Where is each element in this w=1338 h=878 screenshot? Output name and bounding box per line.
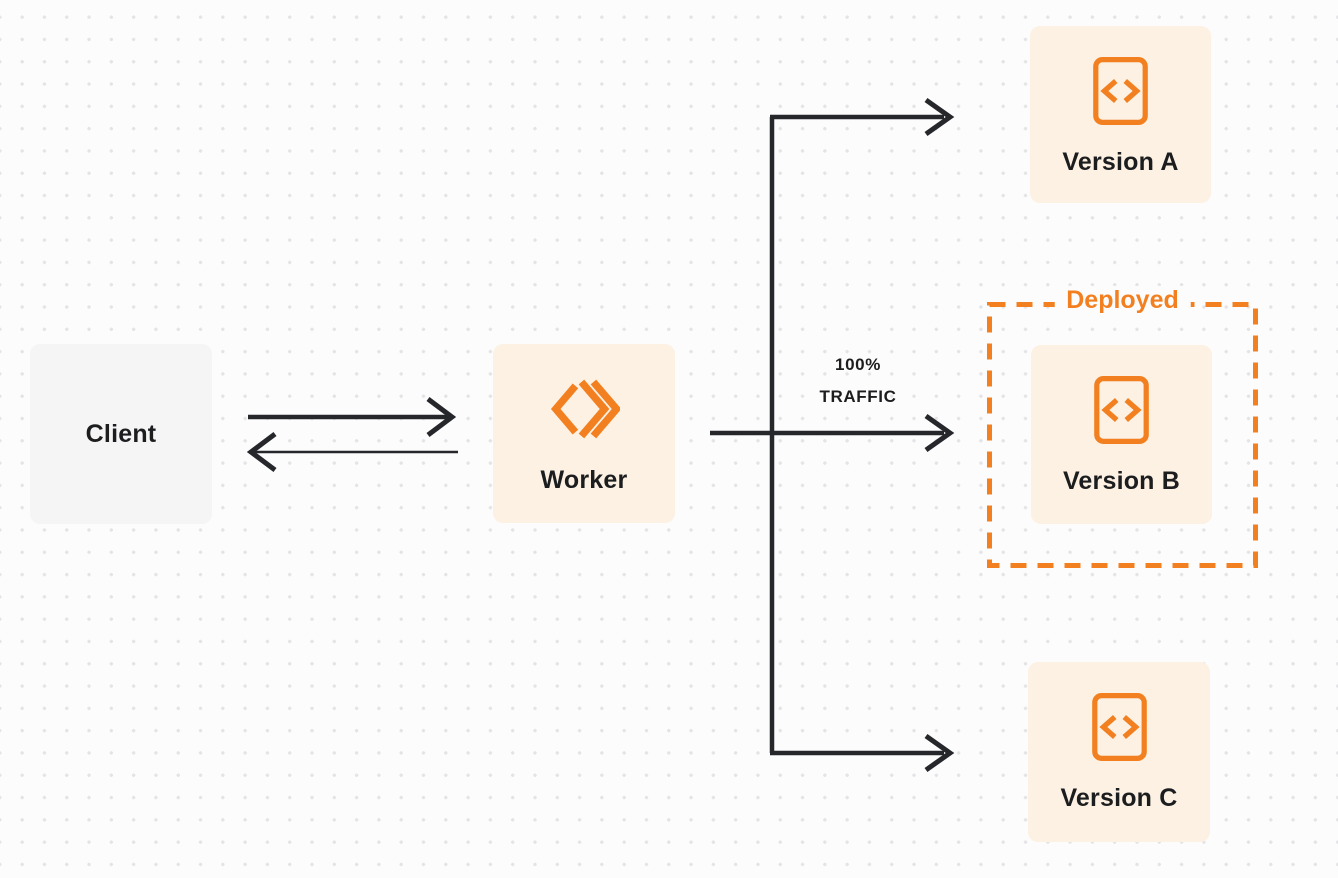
version-a-label: Version A [1062,148,1179,176]
code-file-icon [1091,692,1148,762]
workers-logo-icon [548,374,620,444]
version-a-node: Version A [1030,26,1211,203]
code-file-icon [1092,56,1149,126]
arrow-client-to-worker [248,397,457,437]
traffic-branch-lines [710,97,955,773]
version-b-label: Version B [1062,467,1181,495]
deployed-group-outline: Deployed [987,286,1258,568]
version-c-label: Version C [1060,784,1178,812]
version-b-node: Version B [1031,345,1212,524]
client-node: Client [30,344,212,524]
worker-node: Worker [493,344,675,523]
traffic-label: 100% TRAFFIC [820,349,897,413]
code-file-icon [1093,375,1150,445]
client-label: Client [85,419,157,448]
worker-label: Worker [540,466,628,494]
traffic-label-percent: 100% [835,355,881,374]
deployed-dashed-border [987,302,1258,568]
deployed-label: Deployed [1054,286,1191,315]
version-c-node: Version C [1028,662,1210,842]
traffic-label-word: TRAFFIC [819,387,897,406]
arrow-worker-to-client [246,432,458,472]
